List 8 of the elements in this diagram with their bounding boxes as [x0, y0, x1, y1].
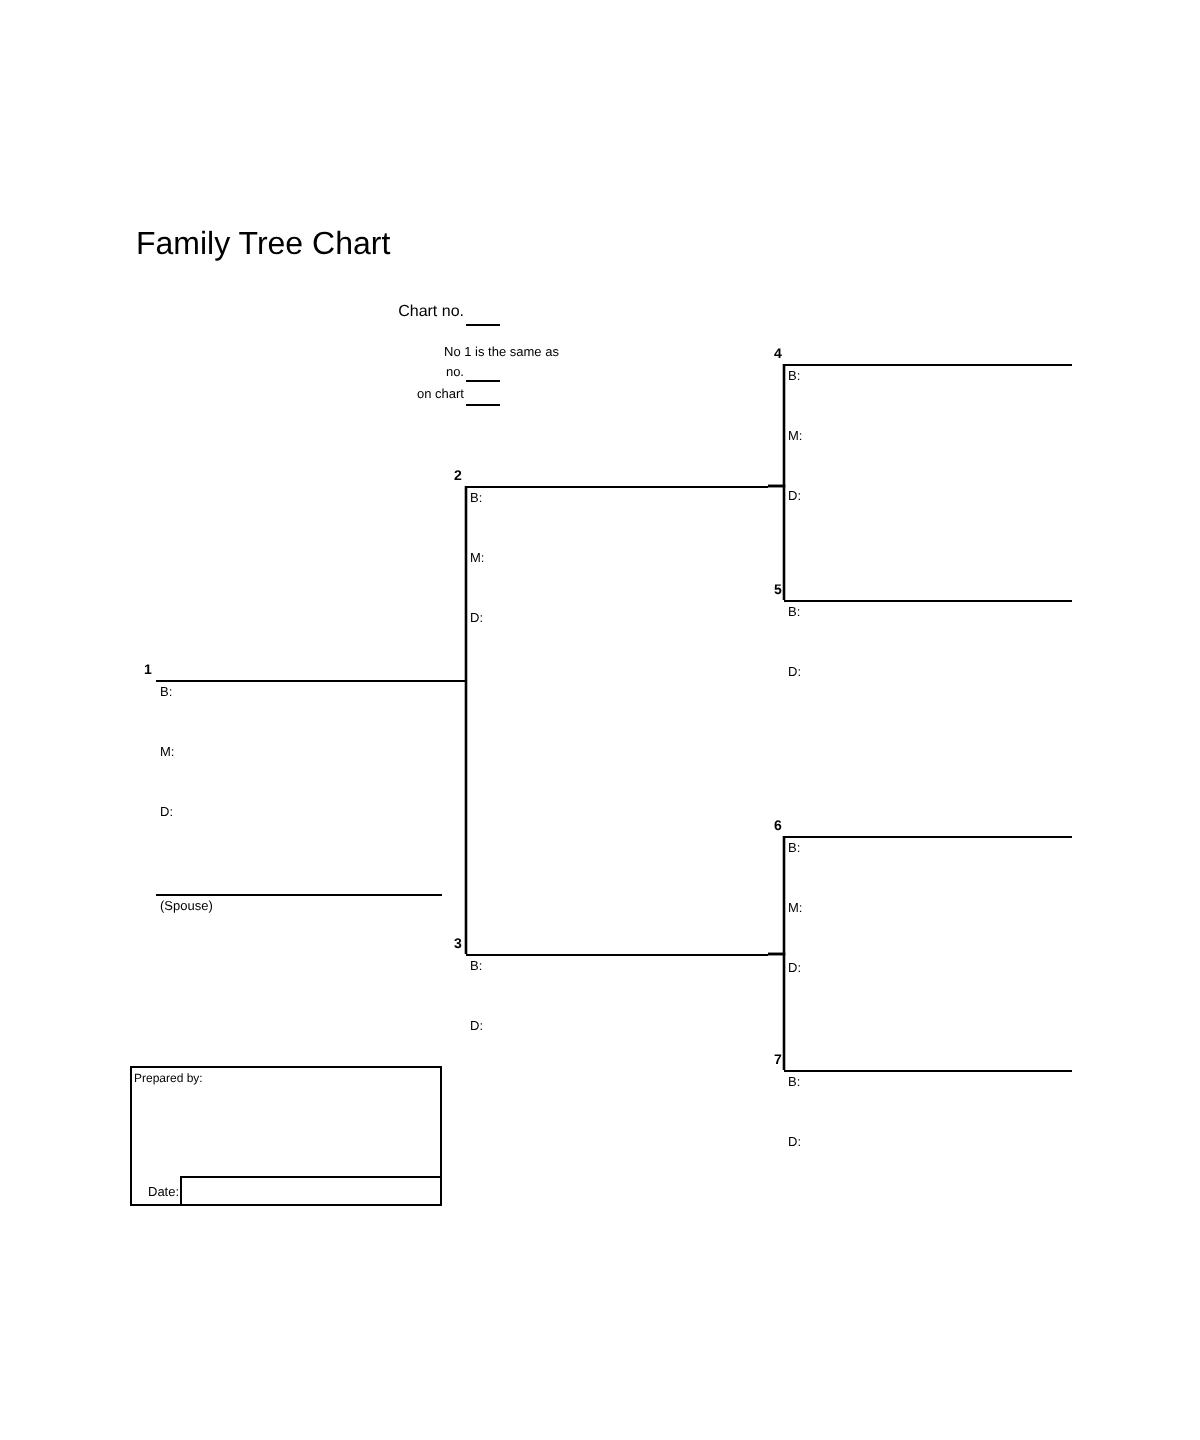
signature-box — [130, 1066, 442, 1206]
connector-line — [464, 678, 468, 954]
spouse-line — [156, 894, 442, 916]
connector-line — [768, 484, 786, 600]
form-label: Chart no. — [398, 304, 464, 320]
connector-line — [464, 486, 468, 682]
chart-title: Family Tree Chart — [136, 228, 391, 264]
connector-line — [768, 952, 786, 1070]
